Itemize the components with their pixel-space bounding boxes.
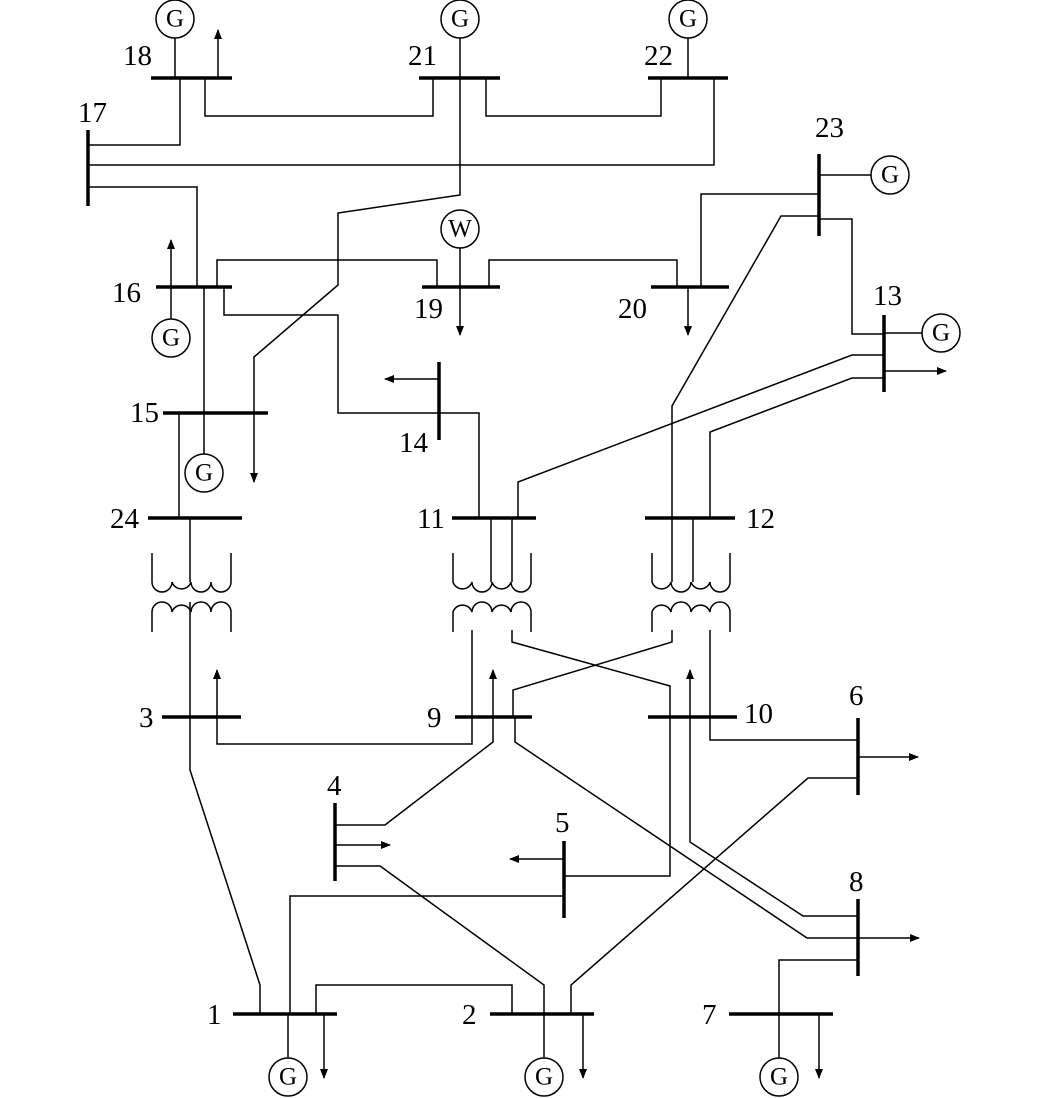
line-1-2	[315, 984, 513, 1014]
generator-stems	[170, 38, 922, 1058]
bus-label-14: 14	[399, 427, 429, 459]
line-16-14	[223, 287, 439, 414]
bus-label-7: 7	[702, 999, 717, 1031]
generator-13-icon: G	[921, 313, 961, 353]
bus-label-18: 18	[123, 40, 152, 72]
line-9-4	[335, 717, 494, 826]
svg-text:G: G	[535, 1064, 553, 1091]
svg-text:G: G	[881, 162, 899, 189]
line-6-2	[570, 777, 858, 1014]
bus-label-3: 3	[139, 702, 154, 734]
load-arrows	[167, 29, 947, 1079]
bus-label-13: 13	[873, 280, 902, 312]
line-23-13	[819, 218, 884, 335]
bus-label-22: 22	[644, 40, 673, 72]
svg-text:G: G	[166, 6, 184, 33]
line-17-18	[88, 78, 181, 146]
generator-15-icon: G	[184, 453, 224, 493]
transformer-12-10	[651, 553, 731, 632]
line-10-8	[689, 717, 858, 917]
bus-label-16: 16	[112, 277, 141, 309]
generator-23-icon: G	[870, 155, 910, 195]
line-18-21	[204, 78, 434, 117]
line-8-7	[778, 959, 858, 1014]
generator-1-icon: G	[268, 1057, 308, 1097]
line-3-9	[216, 717, 473, 745]
svg-text:G: G	[195, 460, 213, 487]
bus-label-24: 24	[110, 503, 140, 535]
transformer-11-9	[452, 553, 532, 632]
generator-2-icon: G	[524, 1057, 564, 1097]
bus-label-11: 11	[417, 503, 445, 535]
bus-label-1: 1	[207, 999, 222, 1031]
line-4-2	[335, 865, 545, 1014]
svg-text:G: G	[451, 6, 469, 33]
generators: G G G G G G G W	[151, 0, 961, 1097]
svg-text:G: G	[279, 1064, 297, 1091]
svg-text:G: G	[770, 1064, 788, 1091]
line-21-15	[253, 78, 461, 413]
line-21-22	[485, 78, 662, 117]
line-23-12	[671, 215, 819, 518]
bus-label-8: 8	[849, 866, 864, 898]
line-10-6	[709, 717, 858, 741]
line-19-20	[488, 259, 678, 287]
bus-label-5: 5	[555, 807, 570, 839]
bus-label-6: 6	[849, 680, 864, 712]
bus-label-2: 2	[462, 999, 477, 1031]
line-9-12	[512, 630, 673, 717]
bus-label-15: 15	[130, 397, 159, 429]
line-16-19	[216, 259, 438, 287]
bus-label-20: 20	[618, 293, 647, 325]
line-5-1	[289, 895, 564, 1014]
line-17-22	[88, 78, 715, 166]
line-3-1	[189, 717, 261, 1014]
bus-label-17: 17	[78, 97, 107, 129]
line-17-16	[88, 186, 198, 287]
transmission-lines	[88, 78, 884, 1014]
generator-16-icon: G	[151, 318, 191, 358]
bus-label-9: 9	[427, 702, 442, 734]
line-9-8	[514, 717, 858, 939]
line-11-10	[511, 630, 671, 877]
line-20-23	[700, 193, 819, 287]
bus-label-23: 23	[815, 112, 844, 144]
generator-21-icon: G	[440, 0, 480, 39]
bus-label-21: 21	[408, 40, 437, 72]
transformers	[151, 553, 731, 632]
generator-7-icon: G	[759, 1057, 799, 1097]
svg-text:G: G	[932, 320, 950, 347]
svg-text:W: W	[448, 216, 472, 243]
svg-text:G: G	[162, 325, 180, 352]
svg-text:G: G	[679, 6, 697, 33]
bus-label-19: 19	[414, 293, 443, 325]
transformer-24-3	[151, 553, 232, 632]
line-14-11	[439, 412, 480, 518]
bus-bars	[86, 76, 886, 1016]
wind-generator-19-icon: W	[440, 209, 480, 249]
bus-labels: 18 21 22 17 23 16 19 20 13 14 15 24 11 1…	[78, 40, 902, 1031]
line-13-12	[709, 377, 884, 518]
generator-22-icon: G	[668, 0, 708, 39]
bus-label-12: 12	[746, 503, 775, 535]
bus-label-10: 10	[744, 698, 773, 730]
generator-18-icon: G	[155, 0, 195, 39]
bus-label-4: 4	[327, 770, 342, 802]
line-13-11	[517, 354, 884, 518]
